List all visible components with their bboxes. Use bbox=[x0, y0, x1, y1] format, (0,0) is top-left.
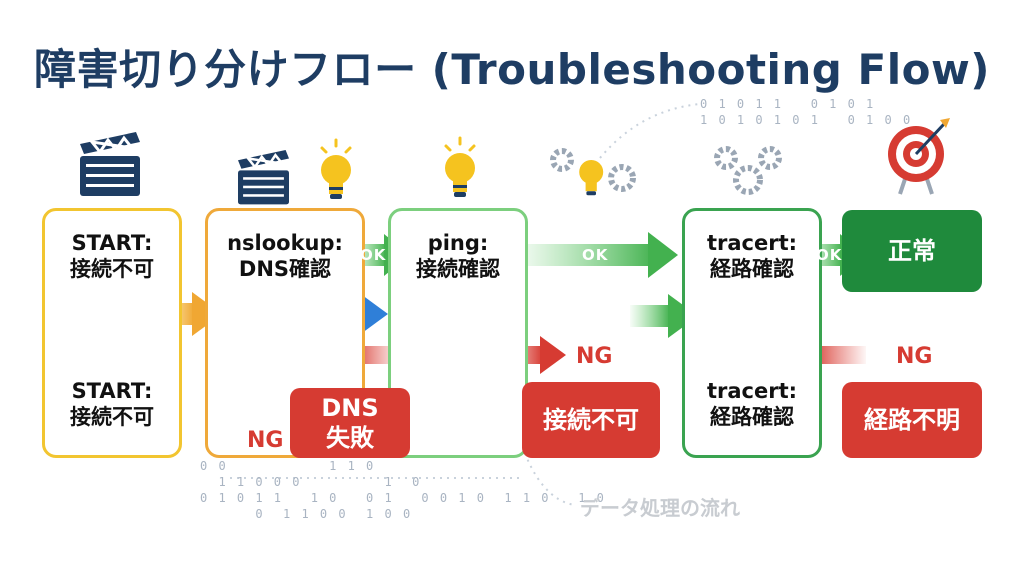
step-ping-box bbox=[388, 208, 528, 458]
binary-decoration-top: 0 1 0 1 1 0 1 0 1 1 0 1 0 1 0 1 0 1 0 0 bbox=[700, 97, 913, 127]
step-ping-label: ping:接続確認 bbox=[416, 231, 500, 281]
result-normal: 正常 bbox=[842, 210, 982, 292]
step-start-box bbox=[42, 208, 182, 458]
edge-label-ok: OK bbox=[360, 246, 387, 264]
step-tracert-lower-label: tracert:経路確認 bbox=[706, 379, 798, 429]
step-nslookup-label: nslookup:DNS確認 bbox=[227, 231, 343, 281]
clapperboard-icon bbox=[238, 150, 289, 205]
lightbulb-icon bbox=[320, 138, 352, 199]
lightbulb-icon bbox=[579, 160, 604, 196]
result-connection-failed: 接続不可 bbox=[522, 382, 660, 458]
lightbulb-icon bbox=[444, 136, 476, 197]
clapperboard-icon bbox=[80, 132, 140, 196]
step-tracert-label: tracert:経路確認 bbox=[706, 231, 798, 281]
edge-label-ok: OK bbox=[816, 246, 843, 264]
page-title: 障害切り分けフロー (Troubleshooting Flow) bbox=[34, 45, 990, 94]
arrow-ok-ping-to-tracert bbox=[515, 232, 678, 278]
result-route-unknown: 経路不明 bbox=[842, 382, 982, 458]
edge-label-ng: NG bbox=[247, 428, 284, 453]
binary-decoration-bottom: 0 0 1 1 0 1 1 0 0 0 1 0 0 1 0 1 1 1 0 0 … bbox=[200, 459, 606, 521]
step-start-label: START:接続不可 bbox=[70, 231, 154, 281]
edge-label-ng: NG bbox=[896, 344, 933, 369]
data-flow-caption: データ処理の流れ bbox=[580, 496, 740, 520]
step-tracert-box bbox=[682, 208, 822, 458]
step-start-lower-label: START:接続不可 bbox=[70, 379, 154, 429]
gears-icon bbox=[550, 146, 782, 195]
target-icon bbox=[888, 118, 950, 195]
edge-label-ok: OK bbox=[582, 246, 609, 264]
edge-label-ng: NG bbox=[576, 344, 613, 369]
